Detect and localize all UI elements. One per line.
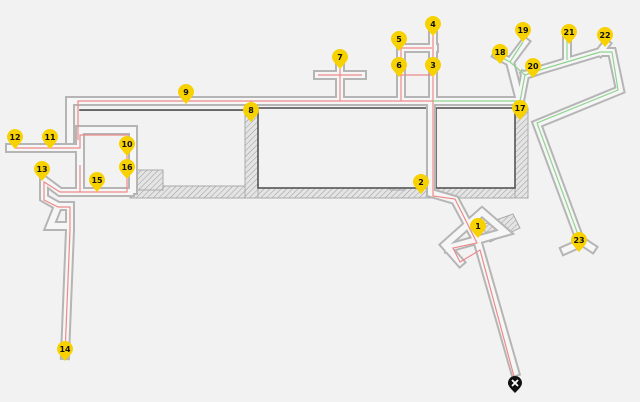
marker-8[interactable]: 8	[243, 102, 259, 122]
map-pin-icon	[425, 16, 441, 36]
marker-15[interactable]: 15	[89, 172, 105, 192]
marker-label: 20	[527, 62, 539, 71]
marker-label: 15	[91, 176, 103, 185]
corridor-floor	[45, 202, 67, 229]
marker-label: 6	[396, 61, 402, 70]
map-pin-icon	[492, 44, 508, 64]
marker-5[interactable]: 5	[391, 31, 407, 51]
marker-label: 7	[337, 53, 343, 62]
marker-2[interactable]: 2	[413, 174, 429, 194]
marker-13[interactable]: 13	[34, 161, 50, 181]
map-pin-icon	[89, 172, 105, 192]
map-pin-icon	[512, 100, 528, 120]
marker-label: 13	[36, 165, 47, 174]
marker-21[interactable]: 21	[561, 24, 577, 44]
marker-label: 4	[430, 20, 436, 29]
marker-3[interactable]: 3	[425, 57, 441, 77]
marker-label: 3	[430, 61, 436, 70]
marker-label: 16	[121, 163, 133, 172]
map-pin-icon	[57, 341, 73, 361]
marker-label: 5	[396, 35, 402, 44]
map-pin-icon	[243, 102, 259, 122]
map-pin-icon	[391, 57, 407, 77]
marker-11[interactable]: 11	[42, 129, 58, 149]
marker-9[interactable]: 9	[178, 84, 194, 104]
map-pin-icon	[178, 84, 194, 104]
marker-label: 17	[514, 104, 525, 113]
marker-17[interactable]: 17	[512, 100, 528, 120]
marker-label: 12	[9, 133, 20, 142]
map-pin-icon	[561, 24, 577, 44]
map-pin-icon	[42, 129, 58, 149]
marker-22[interactable]: 22	[597, 27, 613, 47]
marker-label: 23	[573, 236, 584, 245]
map-pin-icon	[515, 22, 531, 42]
marker-19[interactable]: 19	[515, 22, 531, 42]
map-pin-icon	[525, 58, 541, 78]
marker-label: 9	[183, 88, 189, 97]
exit-marker[interactable]	[508, 376, 522, 393]
marker-10[interactable]: 10	[119, 136, 135, 156]
marker-label: 22	[599, 31, 610, 40]
route-green	[524, 51, 619, 241]
close-x-icon	[511, 379, 519, 387]
marker-12[interactable]: 12	[7, 129, 23, 149]
corridors	[5, 27, 626, 379]
map-pin-icon	[470, 218, 486, 238]
marker-7[interactable]: 7	[332, 49, 348, 69]
marker-label: 8	[248, 106, 254, 115]
marker-label: 11	[44, 133, 56, 142]
map-pin-icon	[7, 129, 23, 149]
corridor-floor	[440, 208, 512, 267]
route-green	[509, 41, 524, 63]
marker-label: 10	[121, 140, 133, 149]
route-red	[43, 180, 80, 356]
map-pin-icon	[391, 31, 407, 51]
marker-20[interactable]: 20	[525, 58, 541, 78]
marker-4[interactable]: 4	[425, 16, 441, 36]
marker-23[interactable]: 23	[571, 232, 587, 252]
map-pin-icon	[571, 232, 587, 252]
route-red	[77, 100, 433, 140]
routes	[15, 32, 619, 381]
map-pin-icon	[34, 161, 50, 181]
route-red	[432, 101, 516, 381]
marker-6[interactable]: 6	[391, 57, 407, 77]
marker-label: 2	[418, 178, 424, 187]
map-pin-icon	[332, 49, 348, 69]
marker-label: 19	[517, 26, 529, 35]
marker-label: 18	[494, 48, 506, 57]
marker-label: 1	[475, 222, 481, 231]
corridor-floor	[521, 49, 624, 244]
map-pin-icon	[413, 174, 429, 194]
marker-label: 21	[563, 28, 575, 37]
marker-label: 14	[59, 345, 71, 354]
map-pin-icon	[119, 136, 135, 156]
map-pin-icon	[597, 27, 613, 47]
marker-16[interactable]: 16	[119, 159, 135, 179]
route-red	[15, 134, 128, 193]
marker-14[interactable]: 14	[57, 341, 73, 361]
map-pin-icon	[119, 159, 135, 179]
marker-1[interactable]: 1	[470, 218, 486, 238]
marker-18[interactable]: 18	[492, 44, 508, 64]
map-pin-icon	[425, 57, 441, 77]
